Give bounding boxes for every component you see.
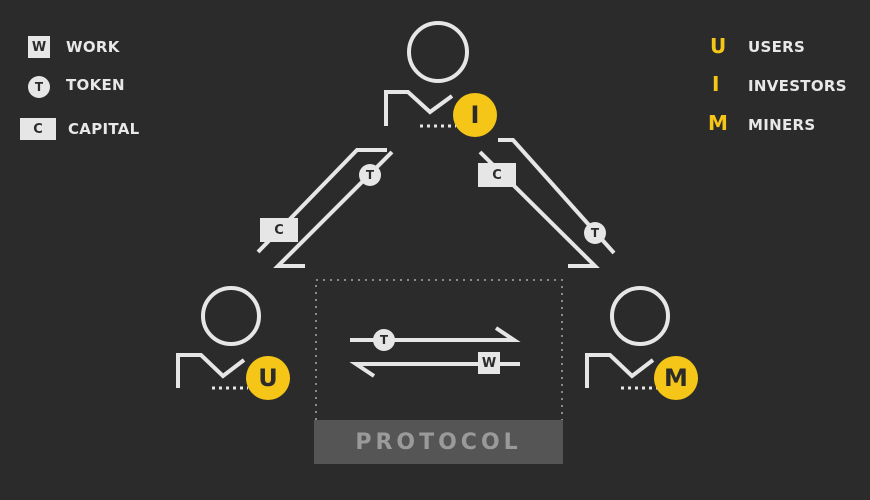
legend-capital-label: CAPITAL (68, 120, 140, 138)
left-token-badge: T (359, 164, 381, 186)
legend-work-label: WORK (66, 38, 120, 56)
right-arrow-upper (498, 138, 616, 255)
investor-badge: I (453, 93, 497, 137)
protocol-token-badge: T (373, 329, 395, 351)
investor-head (407, 21, 469, 83)
investor-body (384, 90, 454, 126)
legend-investors-letter: I (712, 72, 720, 96)
protocol-arrow-right (350, 326, 521, 342)
legend-work-badge: W (28, 36, 50, 58)
legend-users-letter: U (710, 34, 727, 58)
legend-capital-badge: C (20, 118, 56, 140)
protocol-label: PROTOCOL (314, 420, 563, 464)
miner-badge: M (654, 356, 698, 400)
protocol-arrow-left (349, 362, 520, 378)
user-body (176, 353, 246, 388)
protocol-box-outline (315, 279, 563, 420)
legend-token-label: TOKEN (66, 76, 125, 94)
protocol-work-badge: W (478, 352, 500, 374)
legend-token-badge: T (28, 76, 50, 98)
legend-investors-label: INVESTORS (748, 77, 847, 95)
user-head (201, 286, 261, 346)
legend-users-label: USERS (748, 38, 806, 56)
right-token-badge: T (584, 222, 606, 244)
user-badge: U (246, 356, 290, 400)
right-arrow-lower (478, 150, 600, 268)
miner-body (585, 353, 655, 388)
miner-head (610, 286, 670, 346)
legend-miners-letter: M (708, 111, 728, 135)
left-capital-badge: C (260, 218, 298, 242)
legend-miners-label: MINERS (748, 116, 816, 134)
right-capital-badge: C (478, 163, 516, 187)
left-arrow-lower (273, 150, 394, 268)
